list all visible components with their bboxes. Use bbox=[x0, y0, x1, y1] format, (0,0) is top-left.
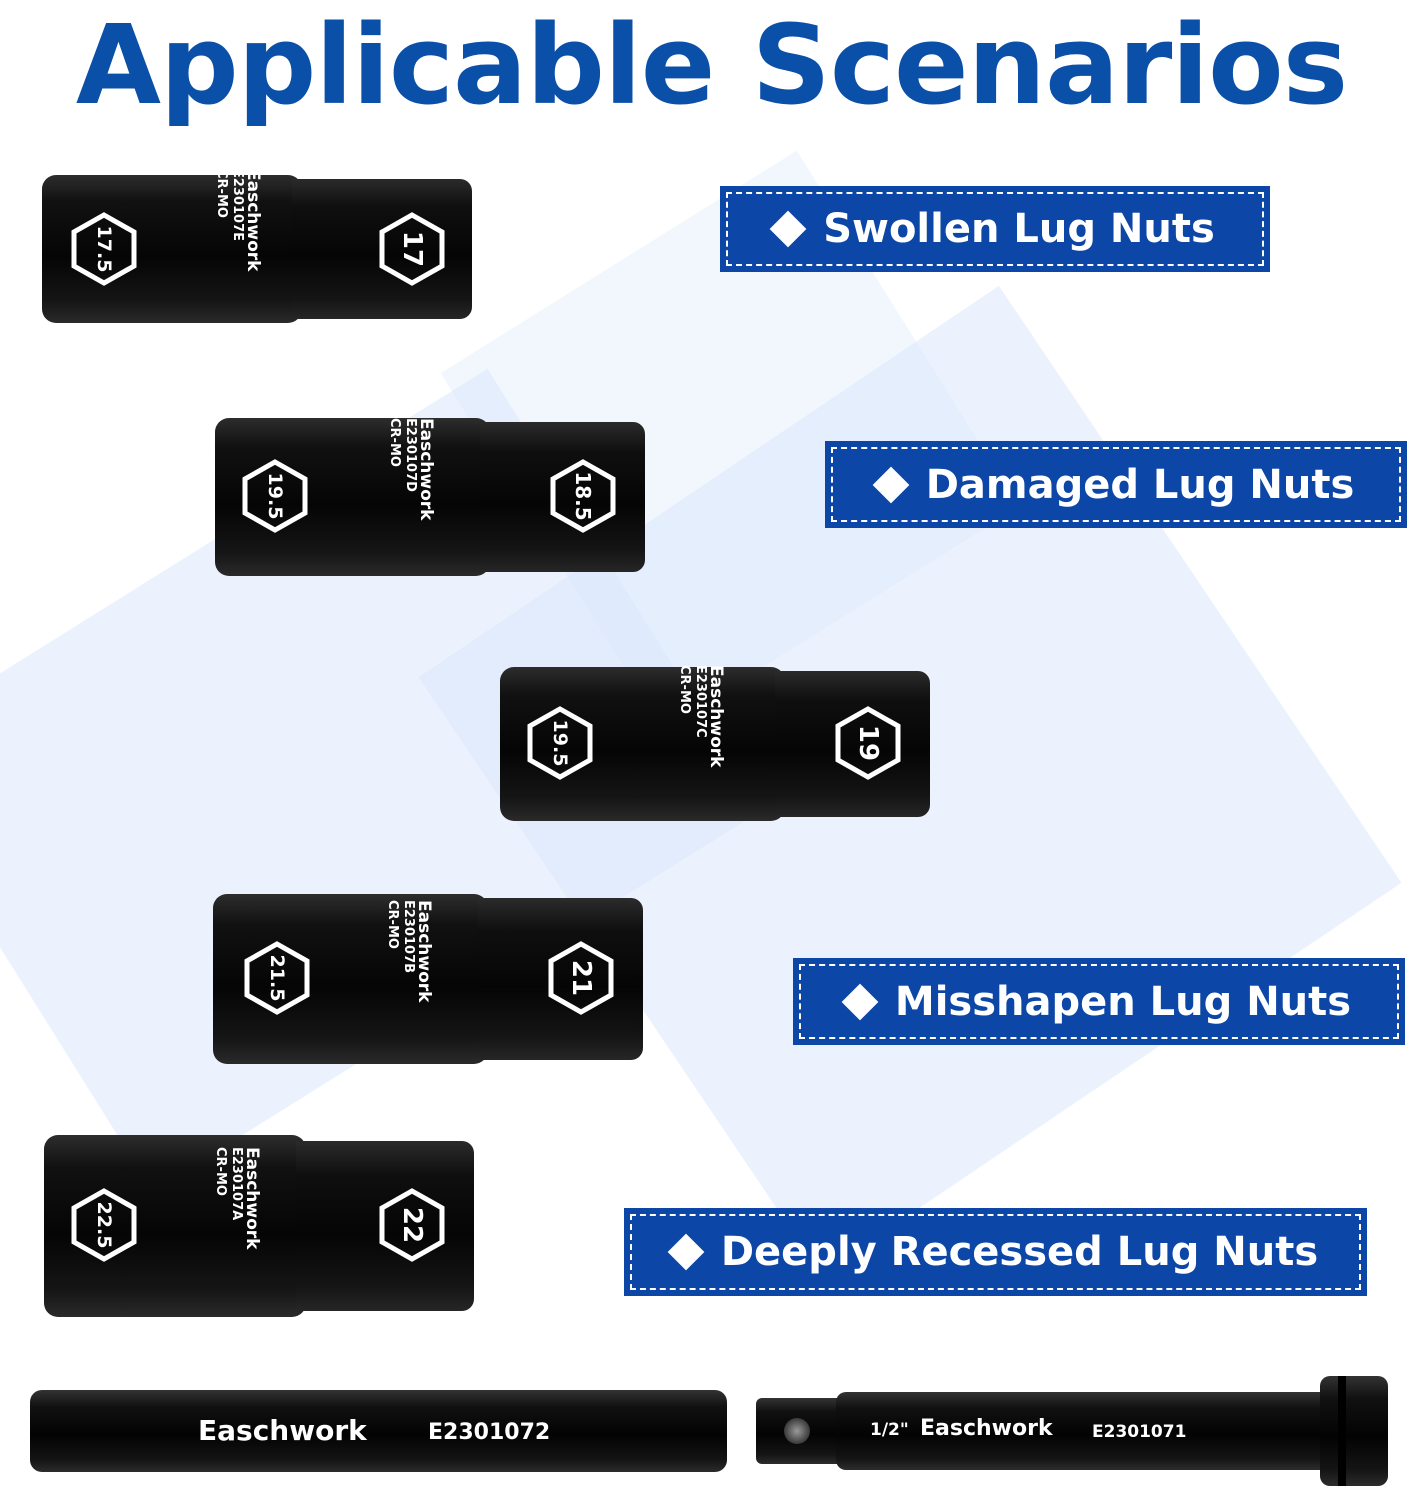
bar-code: E2301072 bbox=[428, 1420, 551, 1445]
hex-size-badge-left: 21.5 bbox=[239, 940, 315, 1016]
diamond-icon bbox=[667, 1233, 705, 1271]
hex-size-badge-right: 19 bbox=[830, 705, 906, 781]
bar-brand: Easchwork bbox=[198, 1414, 367, 1447]
socket-e230107d: 19.5 Easchwork E230107D CR-MO 18.5 bbox=[215, 418, 645, 576]
hex-size-badge-left: 19.5 bbox=[237, 458, 313, 534]
drive-size: 1/2" bbox=[870, 1420, 909, 1440]
extension-bar-head bbox=[1320, 1376, 1388, 1486]
scenario-label-recessed: Deeply Recessed Lug Nuts bbox=[624, 1208, 1367, 1296]
diamond-icon bbox=[769, 210, 807, 248]
socket-e230107a: 22.5 Easchwork E230107A CR-MO 22 bbox=[44, 1135, 474, 1317]
hex-size-badge-left: 17.5 bbox=[66, 211, 142, 287]
drive-extension-bar bbox=[756, 1398, 846, 1464]
socket-extension-bar: Easchwork E2301072 bbox=[30, 1390, 727, 1472]
hex-size-badge-left: 19.5 bbox=[522, 705, 598, 781]
hex-size-badge-right: 22 bbox=[374, 1187, 450, 1263]
square-drive bbox=[784, 1418, 810, 1444]
socket-e230107c: 19.5 Easchwork E230107C CR-MO 19 bbox=[500, 665, 930, 821]
scenario-label-misshapen: Misshapen Lug Nuts bbox=[793, 958, 1405, 1045]
hex-size-badge-right: 17 bbox=[374, 211, 450, 287]
socket-engraving: Easchwork E230107D CR-MO bbox=[387, 418, 436, 521]
extension-brand: Easchwork bbox=[920, 1416, 1053, 1441]
scenario-label-damaged: Damaged Lug Nuts bbox=[825, 441, 1407, 528]
socket-engraving: Easchwork E230107B CR-MO bbox=[385, 900, 434, 1003]
socket-engraving: Easchwork E230107C CR-MO bbox=[677, 665, 726, 768]
extension-code: E2301071 bbox=[1092, 1422, 1187, 1442]
socket-engraving: Easchwork E230107E CR-MO bbox=[214, 169, 263, 272]
socket-e230107e: 17.5 Easchwork E230107E CR-MO 17 bbox=[42, 169, 472, 323]
hex-size-badge-right: 21 bbox=[543, 940, 619, 1016]
retaining-ring bbox=[1338, 1376, 1346, 1486]
diamond-icon bbox=[841, 983, 879, 1020]
extension-bar-shaft: 1/2" Easchwork E2301071 bbox=[836, 1392, 1336, 1470]
hex-size-badge-right: 18.5 bbox=[545, 458, 621, 534]
page-title: Applicable Scenarios bbox=[75, 1, 1348, 129]
scenario-label-swollen: Swollen Lug Nuts bbox=[720, 186, 1270, 272]
hex-size-badge-left: 22.5 bbox=[66, 1187, 142, 1263]
socket-e230107b: 21.5 Easchwork E230107B CR-MO 21 bbox=[213, 894, 643, 1064]
socket-engraving: Easchwork E230107A CR-MO bbox=[213, 1147, 262, 1250]
diamond-icon bbox=[872, 466, 910, 503]
